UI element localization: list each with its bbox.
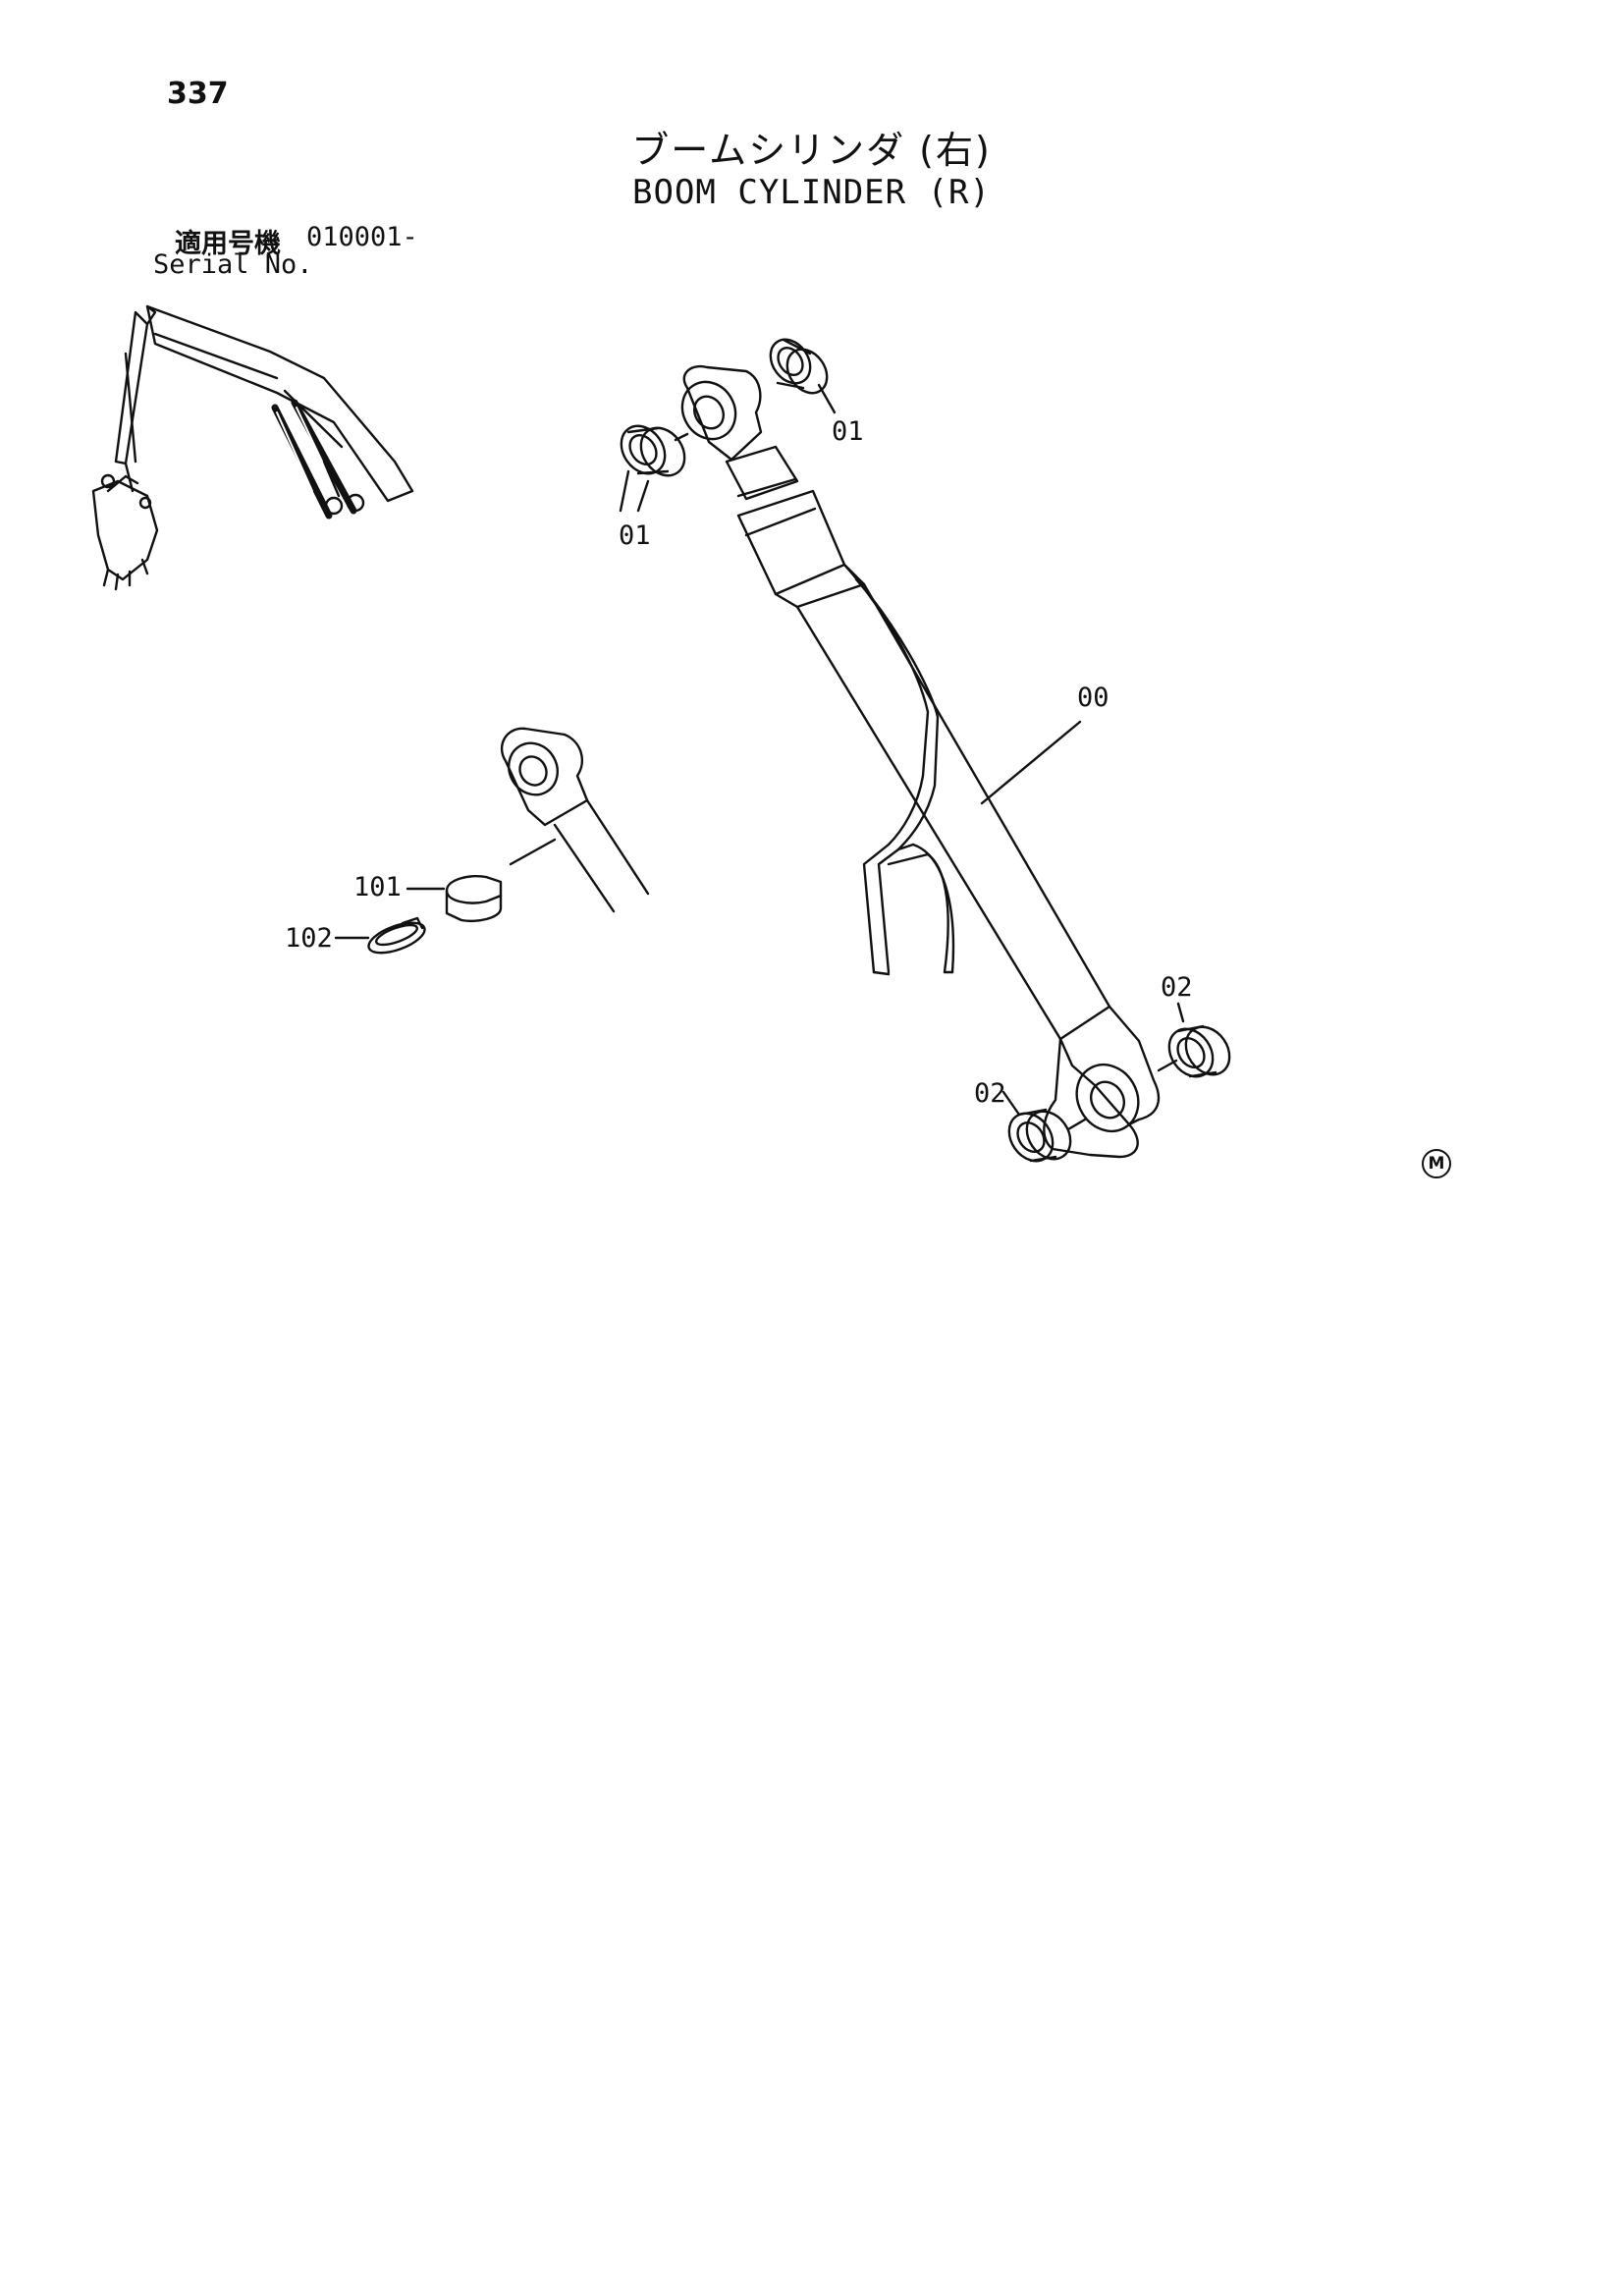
serial-label-japanese: 適用号機 bbox=[175, 229, 281, 259]
excavator-location-thumbnail bbox=[91, 304, 414, 591]
bushing-upper-left bbox=[619, 424, 689, 513]
leader-01-left bbox=[636, 479, 650, 513]
callout-00-cylinder: 00 bbox=[1077, 683, 1109, 713]
serial-value: 010001- bbox=[306, 222, 418, 252]
bushing-lower-right bbox=[1157, 1002, 1231, 1078]
rod-eye-detail bbox=[500, 727, 650, 913]
seal-102 bbox=[334, 916, 426, 955]
page-number: 337 bbox=[167, 77, 229, 111]
bushing-upper-right bbox=[769, 338, 837, 414]
callout-02-lower-right: 02 bbox=[1161, 972, 1193, 1003]
m-marking-label: M bbox=[1422, 1149, 1451, 1178]
seal-101 bbox=[406, 875, 503, 922]
callout-101-seal: 101 bbox=[353, 872, 402, 902]
serial-label-english: Serial No. bbox=[153, 249, 313, 280]
boom-cylinder-assembly bbox=[680, 364, 1161, 1159]
title-english: BOOM CYLINDER (R) bbox=[632, 173, 991, 212]
title-japanese: ブームシリンダ (右) bbox=[631, 129, 992, 172]
callout-01-upper-left: 01 bbox=[619, 520, 651, 551]
callout-102-seal: 102 bbox=[285, 923, 333, 954]
m-marking-symbol: M bbox=[1422, 1149, 1451, 1178]
bushing-lower-left bbox=[1001, 1090, 1087, 1163]
callout-01-upper-right: 01 bbox=[832, 416, 864, 447]
callout-02-lower-left: 02 bbox=[974, 1078, 1006, 1109]
